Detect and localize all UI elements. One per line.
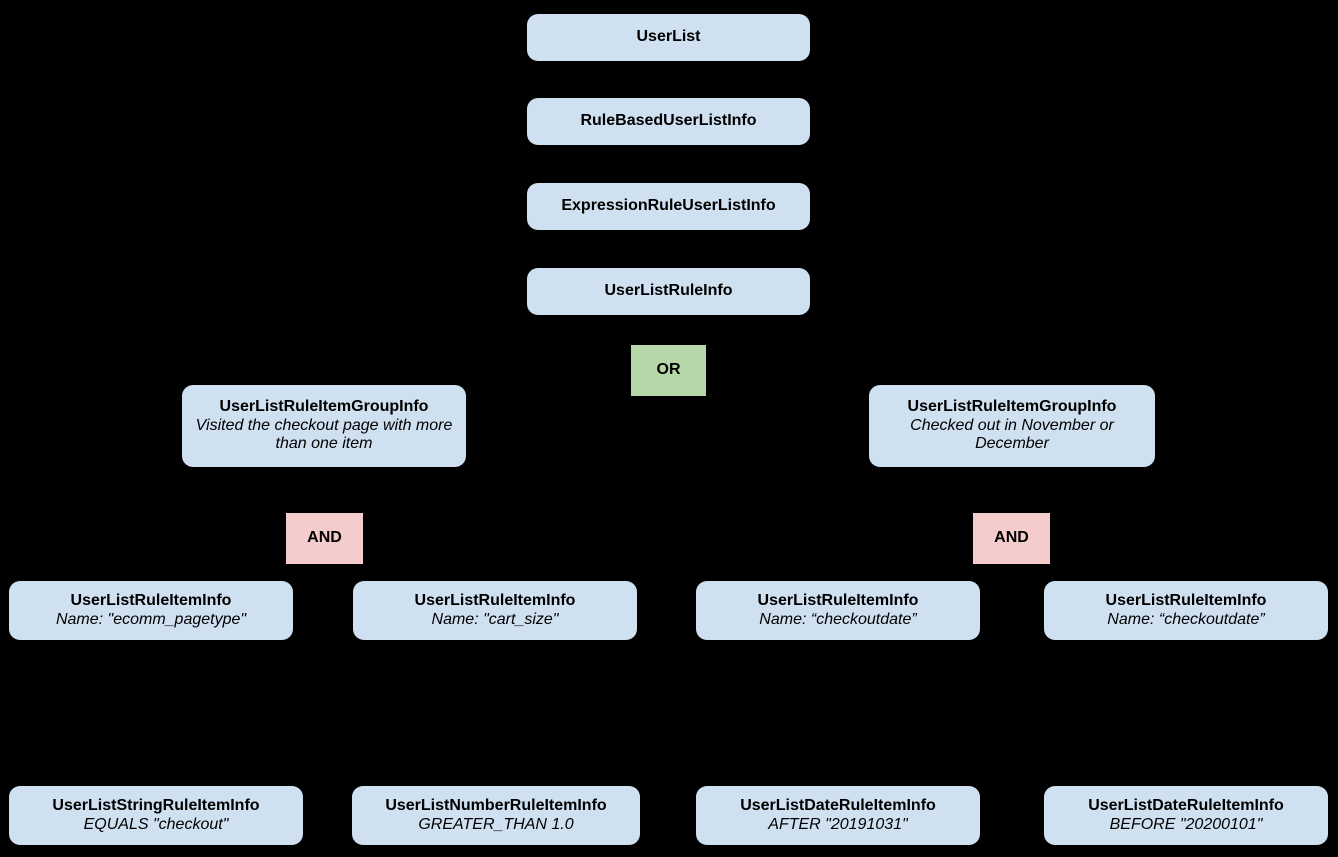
edge-arrowhead bbox=[146, 573, 156, 581]
node-title: OR bbox=[656, 361, 681, 379]
node-title: UserListRuleItemGroupInfo bbox=[907, 397, 1117, 415]
node-title: UserListDateRuleItemInfo bbox=[740, 796, 936, 814]
node-userlistruleinfo[interactable]: UserListRuleInfo bbox=[527, 268, 810, 315]
edge-arrowhead bbox=[319, 377, 329, 385]
node-title: UserListRuleItemInfo bbox=[1105, 591, 1267, 609]
node-subtitle: Name: “checkoutdate” bbox=[1107, 610, 1265, 628]
edge-arrowhead bbox=[491, 778, 501, 786]
node-subtitle: Visited the checkout page with more than… bbox=[195, 416, 453, 453]
edge-arrowhead bbox=[1007, 377, 1017, 385]
node-title: UserListRuleItemGroupInfo bbox=[219, 397, 429, 415]
edge-arrowhead bbox=[663, 260, 674, 268]
edge-arrowhead bbox=[490, 573, 500, 581]
node-expressionruleuserlistinfo[interactable]: ExpressionRuleUserListInfo bbox=[527, 183, 810, 230]
node-title: UserListRuleItemInfo bbox=[414, 591, 576, 609]
node-title: ExpressionRuleUserListInfo bbox=[561, 197, 776, 215]
node-and-right[interactable]: AND bbox=[973, 513, 1050, 564]
node-title: AND bbox=[994, 529, 1029, 547]
node-title: UserListDateRuleItemInfo bbox=[1088, 796, 1284, 814]
edge-arrowhead bbox=[1181, 778, 1191, 786]
node-subtitle: AFTER "20191031" bbox=[768, 815, 908, 833]
node-and-left[interactable]: AND bbox=[286, 513, 363, 564]
edge-line bbox=[667, 315, 1013, 378]
edge-line bbox=[494, 640, 497, 779]
node-title: UserListStringRuleItemInfo bbox=[52, 796, 260, 814]
node-subtitle: Checked out in November or December bbox=[910, 416, 1114, 453]
edge-arrowhead bbox=[833, 573, 843, 581]
node-userlist[interactable]: UserList bbox=[527, 14, 810, 61]
node-rulebaseduserlistinfo[interactable]: RuleBasedUserListInfo bbox=[527, 98, 810, 145]
edge-arrowhead bbox=[1181, 573, 1191, 581]
node-subtitle: EQUALS "checkout" bbox=[83, 815, 229, 833]
edge-arrowhead bbox=[663, 90, 674, 98]
node-title: UserListRuleInfo bbox=[604, 282, 733, 300]
node-subtitle: GREATER_THAN 1.0 bbox=[418, 815, 574, 833]
node-title: AND bbox=[307, 529, 342, 547]
node-subtitle: Name: "cart_size" bbox=[431, 610, 559, 628]
edge-line bbox=[150, 640, 157, 779]
node-or-operator[interactable]: OR bbox=[631, 345, 706, 396]
node-subtitle: BEFORE "20200101" bbox=[1109, 815, 1263, 833]
edge-arrowhead bbox=[833, 778, 843, 786]
node-title: UserListNumberRuleItemInfo bbox=[385, 796, 607, 814]
edge-line bbox=[323, 315, 670, 378]
edge-arrowhead bbox=[663, 175, 674, 183]
node-title: UserListRuleItemInfo bbox=[70, 591, 232, 609]
node-subtitle: Name: “checkoutdate” bbox=[759, 610, 917, 628]
node-title: UserList bbox=[636, 28, 701, 46]
edge-arrowhead bbox=[151, 778, 161, 786]
node-title: RuleBasedUserListInfo bbox=[580, 112, 757, 130]
node-title: UserListRuleItemInfo bbox=[757, 591, 919, 609]
node-subtitle: Name: "ecomm_pagetype" bbox=[55, 610, 247, 628]
